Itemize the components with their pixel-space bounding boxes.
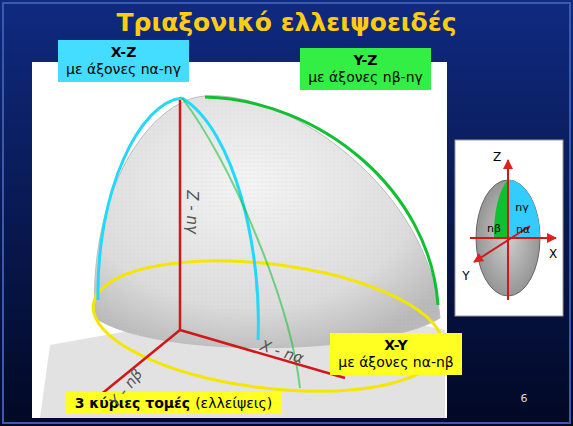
- ellipsoid-dome: [94, 96, 440, 348]
- xz-curve: [98, 98, 182, 300]
- side-panel: [455, 140, 563, 316]
- xz-curve-front: [182, 98, 258, 340]
- box-heading: X-Y: [338, 337, 454, 354]
- z-axis: [179, 100, 182, 330]
- box-body: με άξονες nα-nγ: [66, 61, 181, 78]
- small-nalpha-label: nα: [516, 223, 530, 236]
- page-number: 6: [521, 392, 528, 405]
- small-ngamma-label: nγ: [515, 201, 528, 214]
- small-z-label: Z: [493, 150, 501, 164]
- xy-section-box: X-Yμε άξονες nα-nβ: [330, 333, 462, 375]
- small-y-label: Y: [462, 269, 469, 283]
- box-heading: 3 κύριες τομές: [75, 395, 190, 411]
- box-body: (ελλείψεις): [195, 395, 272, 411]
- slide-title: Τριαξονικό ελλειψοειδές: [0, 8, 573, 37]
- box-heading: Y-Z: [308, 52, 423, 69]
- box-body: με άξονες nβ-nγ: [308, 69, 423, 86]
- box-heading: X-Z: [66, 44, 181, 61]
- yz-section-box: Y-Zμε άξονες nβ-nγ: [300, 48, 431, 90]
- slide-frame: [3, 3, 570, 423]
- small-xz-quadrant: [508, 180, 540, 238]
- box-body: με άξονες nα-nβ: [338, 354, 454, 371]
- small-z-axis: [507, 160, 509, 300]
- x-axis: [180, 330, 345, 378]
- caption-box: 3 κύριες τομές (ελλείψεις): [65, 392, 282, 414]
- small-x-label: X: [549, 247, 557, 261]
- yz-curve: [205, 97, 438, 305]
- small-nbeta-label: nβ: [487, 222, 501, 235]
- dome-texture: [94, 96, 440, 348]
- xz-section-box: X-Zμε άξονες nα-nγ: [58, 40, 189, 82]
- z-axis-label: Z - nγ: [183, 190, 201, 234]
